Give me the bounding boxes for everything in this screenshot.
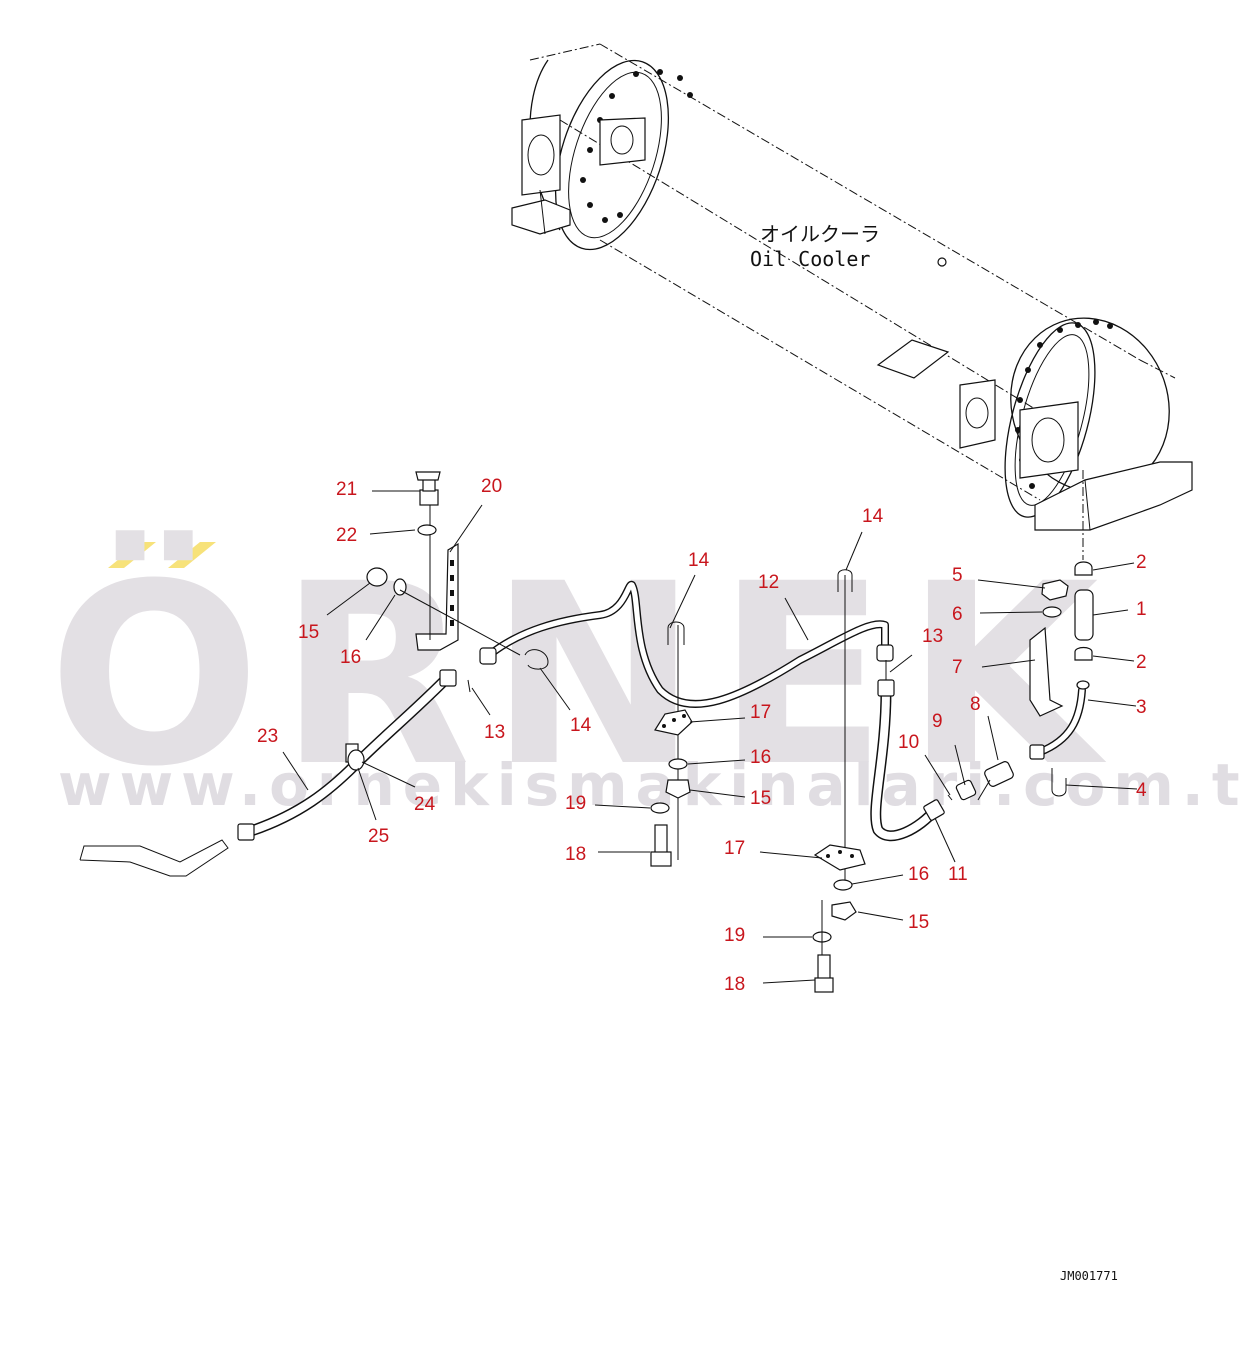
callout-16: 16 — [750, 747, 771, 768]
callout-4: 4 — [1136, 780, 1147, 801]
callout-2: 2 — [1136, 652, 1147, 673]
callout-5: 5 — [952, 565, 963, 586]
callout-24: 24 — [414, 794, 436, 815]
callout-2: 2 — [1136, 552, 1147, 573]
callout-23: 23 — [257, 726, 278, 747]
watermark-big-text: ÖRNEK — [48, 530, 1117, 821]
cooler-label-en: Oil Cooler — [750, 247, 870, 271]
cooler-label-jp: オイルクーラ — [760, 222, 880, 246]
callout-20: 20 — [481, 476, 502, 497]
leader-lines — [282, 490, 1138, 984]
callout-21: 21 — [336, 479, 357, 500]
callout-8: 8 — [970, 694, 981, 715]
callout-16: 16 — [908, 864, 929, 885]
callout-14: 14 — [688, 550, 710, 571]
cooler-bolts-left — [580, 69, 693, 223]
callout-1: 1 — [1136, 599, 1147, 620]
callout-15: 15 — [750, 788, 771, 809]
callout-6: 6 — [952, 604, 963, 625]
callout-7: 7 — [952, 657, 963, 678]
callout-19: 19 — [565, 793, 586, 814]
callout-18: 18 — [565, 844, 586, 865]
hose-right — [870, 679, 945, 842]
callout-25: 25 — [368, 826, 389, 847]
callout-22: 22 — [336, 525, 357, 546]
callouts: 1 2 2 3 4 5 6 7 8 9 10 11 12 13 13 14 14… — [257, 476, 1147, 995]
callout-14: 14 — [570, 715, 592, 736]
callout-18: 18 — [724, 974, 745, 995]
watermark-accent-right — [168, 542, 216, 568]
callout-10: 10 — [898, 732, 919, 753]
callout-15: 15 — [908, 912, 929, 933]
callout-16: 16 — [340, 647, 361, 668]
watermark: ÖRNEK www.ornekismakinalari.com.tr — [48, 530, 1243, 821]
callout-19: 19 — [724, 925, 745, 946]
watermark-accent-left — [108, 542, 156, 568]
middle-clamp-stack — [650, 621, 693, 867]
callout-9: 9 — [932, 711, 943, 732]
callout-17: 17 — [724, 838, 745, 859]
drawing-code: JM001771 — [1060, 1269, 1118, 1283]
callout-14: 14 — [862, 506, 884, 527]
callout-15: 15 — [298, 622, 319, 643]
callout-12: 12 — [758, 572, 779, 593]
tube-assembly — [479, 580, 894, 708]
hose-left — [79, 669, 457, 877]
right-clamp-stack — [812, 569, 953, 993]
callout-11: 11 — [948, 864, 968, 885]
callout-17: 17 — [750, 702, 771, 723]
oil-cooler: オイルクーラ Oil Cooler — [511, 43, 1193, 560]
callout-13: 13 — [484, 722, 505, 743]
drain-assembly — [955, 561, 1094, 801]
left-bracket — [366, 471, 549, 693]
callout-3: 3 — [1136, 697, 1147, 718]
callout-13: 13 — [922, 626, 943, 647]
